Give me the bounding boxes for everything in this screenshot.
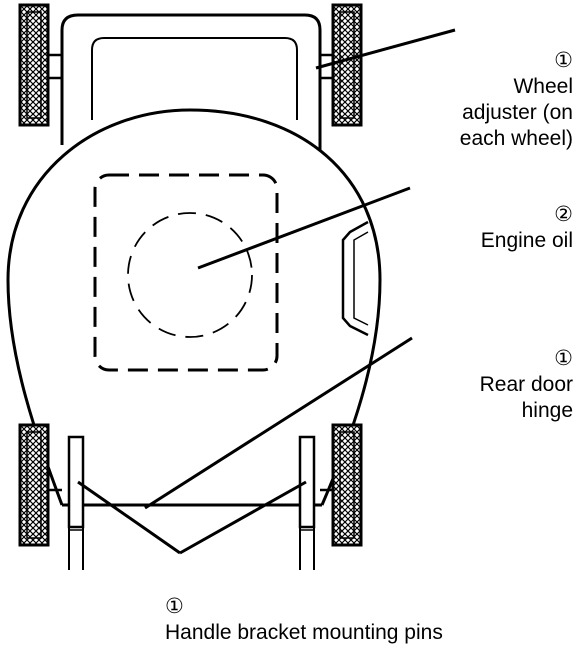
- engine-oil-cap: [127, 212, 253, 338]
- front-housing: [48, 13, 333, 150]
- callout-engine-oil: ② Engine oil: [405, 176, 573, 254]
- callout-rear-door-hinge: ① Rear door hinge: [405, 320, 573, 424]
- callout-text: Handle bracket mounting pins: [165, 621, 443, 644]
- callout-wheel-adjuster: ① Wheel adjuster (on each wheel): [405, 22, 573, 152]
- engine-cover: [93, 173, 279, 372]
- callout-handle-bracket: ① Handle bracket mounting pins: [165, 568, 577, 646]
- callout-text: Wheel adjuster (on each wheel): [459, 75, 573, 150]
- side-grip: [341, 220, 369, 337]
- callout-number: ①: [554, 347, 573, 370]
- rear-right-wheel: [331, 423, 363, 547]
- leader-wheel-adjuster: [315, 28, 456, 70]
- leader-handle-pin-right: [179, 480, 307, 555]
- left-handle-bracket: [67, 435, 85, 570]
- callout-number: ②: [554, 203, 573, 226]
- leader-handle-pin-left: [77, 480, 181, 555]
- leader-engine-oil: [197, 186, 411, 270]
- leader-rear-door-hinge: [144, 336, 413, 510]
- right-handle-bracket: [298, 435, 316, 570]
- callout-text: Engine oil: [480, 229, 573, 252]
- front-right-wheel: [331, 3, 363, 127]
- callout-number: ①: [554, 49, 573, 72]
- callout-text: Rear door hinge: [479, 373, 573, 422]
- callout-number: ①: [165, 595, 184, 618]
- leader-lines: [77, 28, 456, 555]
- rear-left-wheel: [18, 423, 50, 547]
- front-left-wheel: [18, 3, 50, 127]
- mower-deck: [6, 108, 382, 507]
- lawn-mower-top-view-diagram: [6, 3, 456, 570]
